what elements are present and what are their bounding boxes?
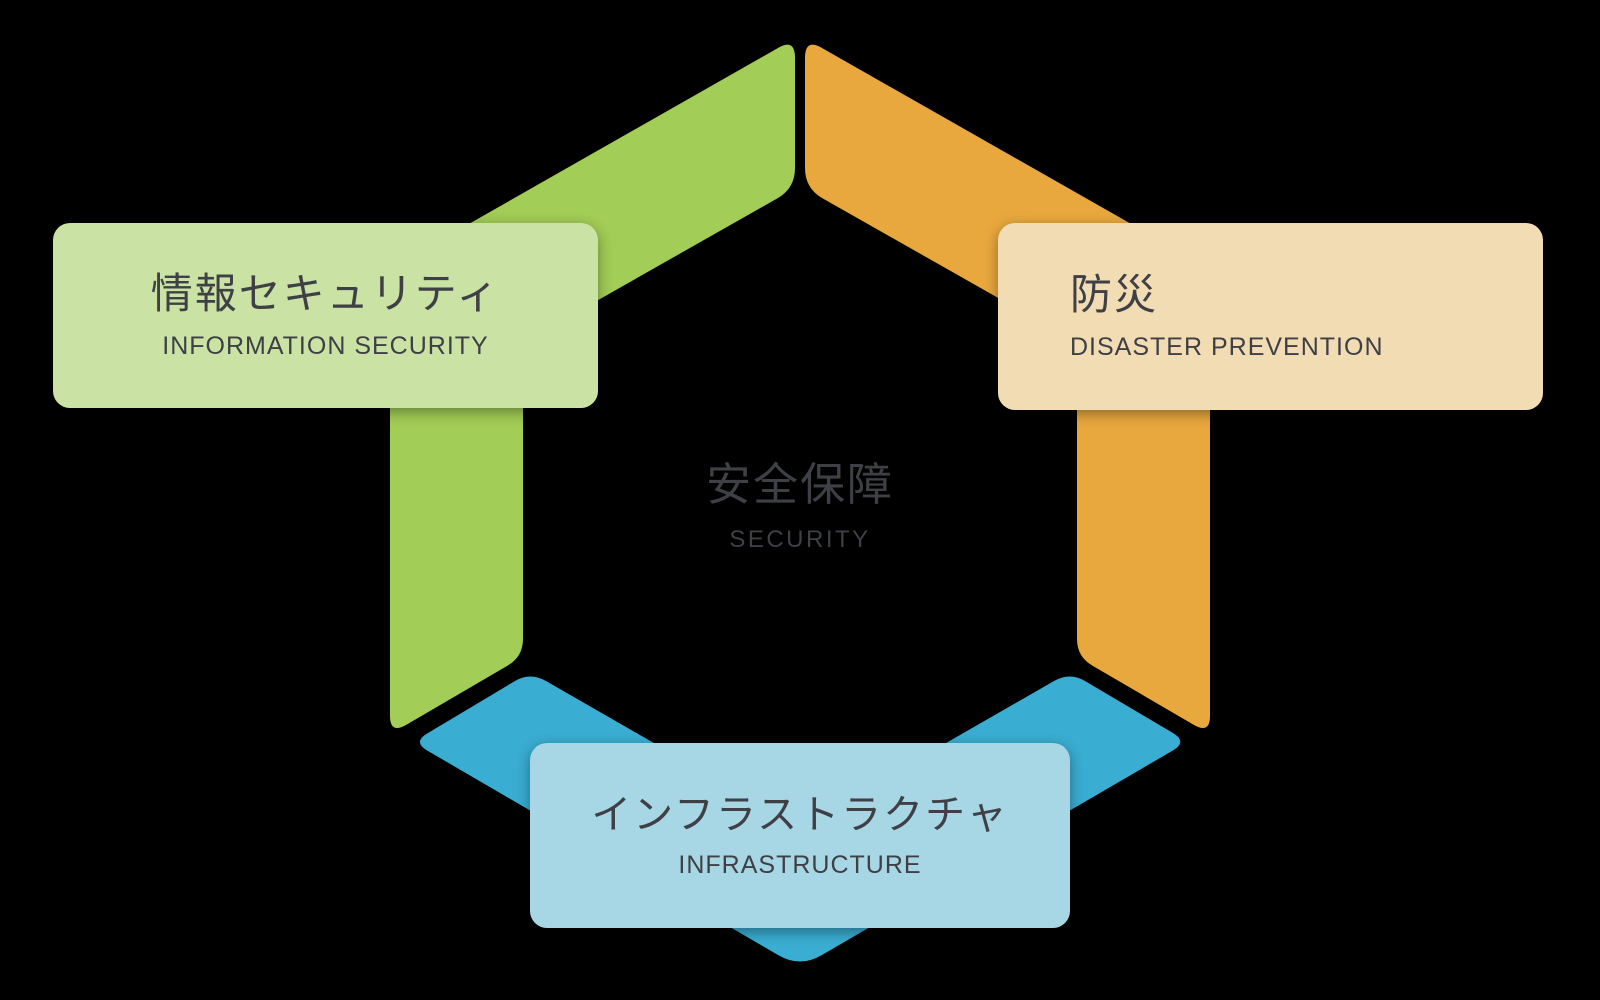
node-disaster-prevention: 防災 DISASTER PREVENTION: [998, 223, 1543, 410]
information-security-label-en: INFORMATION SECURITY: [162, 331, 489, 360]
disaster-prevention-label-en: DISASTER PREVENTION: [1070, 332, 1384, 361]
arrow-information-security-icon: [390, 44, 795, 728]
infrastructure-label-jp: インフラストラクチャ: [591, 792, 1009, 837]
node-information-security: 情報セキュリティ INFORMATION SECURITY: [53, 223, 598, 408]
infrastructure-label-en: INFRASTRUCTURE: [678, 850, 922, 879]
arrow-disaster-prevention-icon: [805, 44, 1210, 728]
node-infrastructure: インフラストラクチャ INFRASTRUCTURE: [530, 743, 1070, 928]
disaster-prevention-label-jp: 防災: [1070, 271, 1159, 319]
information-security-label-jp: 情報セキュリティ: [150, 270, 501, 318]
